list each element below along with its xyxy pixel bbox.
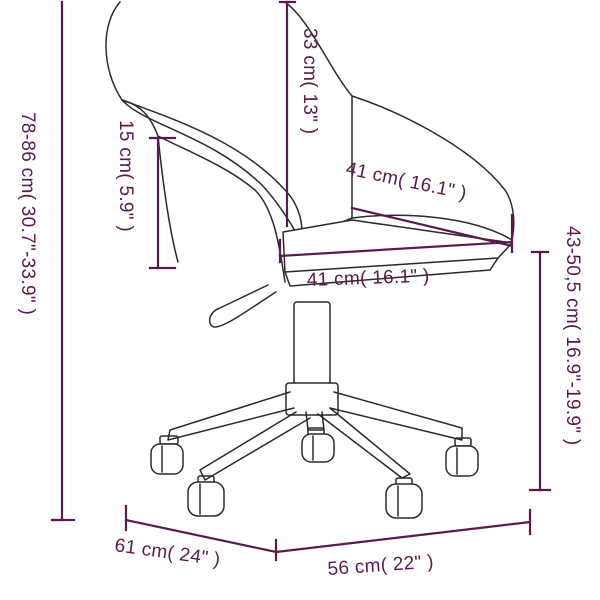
base-leg-back-left (167, 391, 295, 441)
backrest (105, 1, 353, 241)
base-leg-back-center (305, 411, 325, 431)
caster-back-right (445, 437, 479, 477)
total-height-label: 78-86 cm( 30.7"-33.9" ) (17, 112, 38, 315)
seat-depth-label: 41 cm( 16.1" ) (344, 158, 469, 204)
height-lever (208, 284, 277, 328)
base-leg-front-right (317, 407, 411, 479)
right-armrest-inner (351, 214, 513, 241)
cylinder-collar (285, 382, 339, 416)
base-width-label: 56 cm( 22" ) (327, 552, 435, 580)
left-armrest (121, 99, 286, 283)
seat-width-label: 41 cm( 16.1" ) (306, 266, 430, 291)
seat-height-label: 43-50,5 cm( 16.9"-19.9" ) (562, 226, 583, 446)
armrest-height-label: 15 cm( 5.9" ) (115, 120, 136, 232)
dimension-lines (50, 0, 552, 562)
base-leg-front-left (199, 411, 311, 481)
base-leg-back-right (329, 391, 463, 441)
caster-front-left (187, 475, 225, 517)
caster-back-left (150, 435, 184, 475)
gas-cylinder (293, 301, 331, 385)
chair-illustration (105, 1, 515, 519)
caster-front-right (385, 477, 423, 519)
caster-back-center (301, 427, 335, 463)
right-armrest (351, 95, 515, 241)
base-depth-label: 61 cm( 24" ) (113, 535, 221, 571)
backrest-inner-line (121, 99, 303, 241)
seat-front-edge (284, 257, 499, 287)
seat-cushion (282, 219, 513, 273)
backrest-height-label: 33 cm( 13" ) (299, 28, 320, 134)
left-armrest-inner (157, 135, 179, 263)
